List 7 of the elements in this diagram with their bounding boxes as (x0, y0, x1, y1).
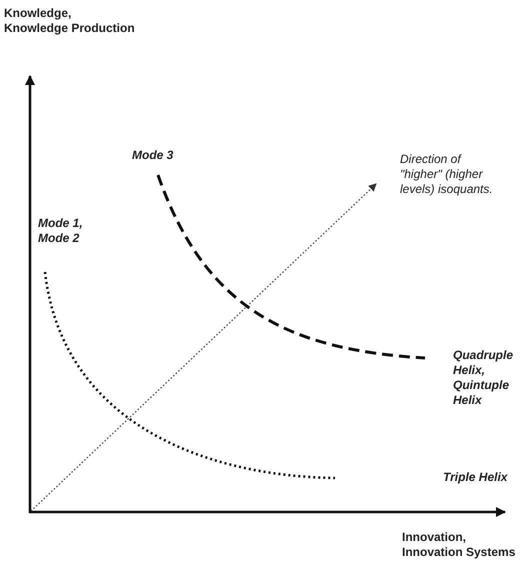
curve-label: Triple Helix (443, 470, 509, 485)
curve-label: Quadruple Helix, Quintuple Helix (453, 348, 514, 408)
axis-label: Knowledge, Knowledge Production (4, 6, 136, 36)
curve-label: Mode 1, Mode 2 (38, 216, 84, 246)
annotation-text: Direction of "higher" (higher levels) isoquants. (400, 152, 494, 197)
axis-label: Innovation, Innovation Systems (402, 530, 516, 560)
curve-label: Mode 3 (132, 148, 174, 163)
